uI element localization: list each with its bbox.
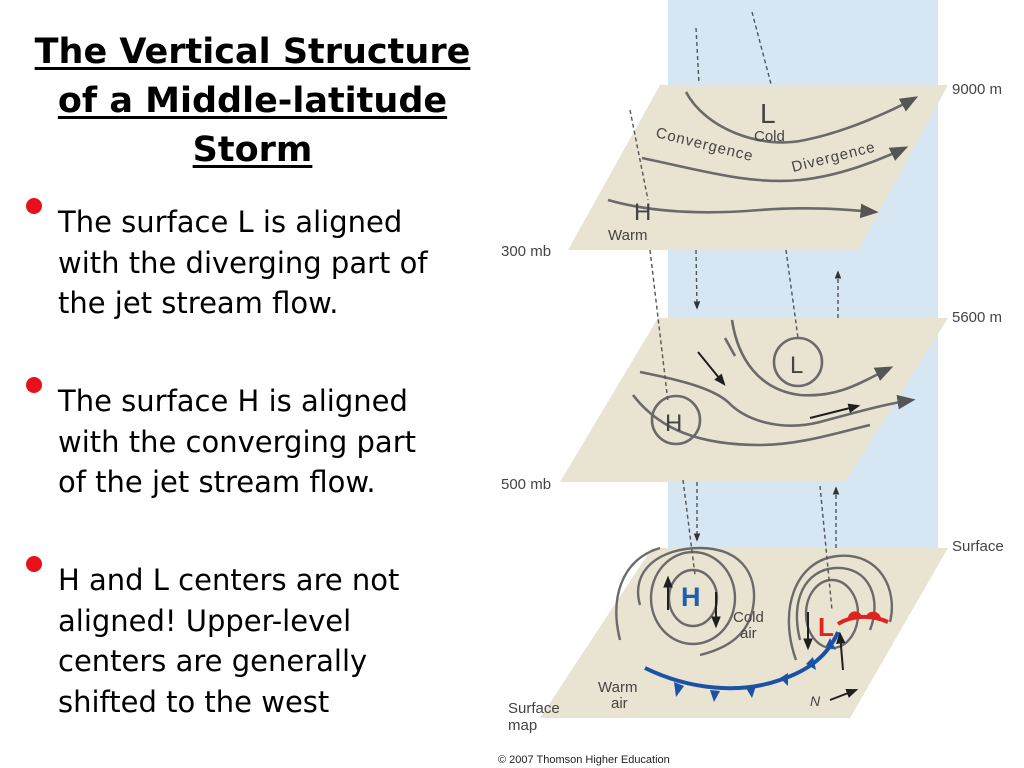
- surface-map-label-line1: Surface: [508, 700, 560, 717]
- bullet-line: H and L centers are not: [58, 563, 400, 597]
- upper-low-desc: Cold: [754, 128, 785, 145]
- bullet-line: shifted to the west: [58, 684, 330, 719]
- bullet-line: of the jet stream flow.: [58, 465, 376, 499]
- bullet-dot: [26, 198, 42, 214]
- cold-air-label-line2: air: [740, 625, 757, 642]
- upper-high-desc: Warm: [608, 227, 647, 244]
- upper-low-symbol: L: [760, 98, 776, 129]
- bullet-line: the jet stream flow.: [58, 286, 339, 320]
- height-label-surface: Surface: [952, 538, 1004, 555]
- copyright-notice: © 2007 Thomson Higher Education: [498, 754, 670, 766]
- cold-air-label-line1: Cold: [733, 609, 764, 626]
- mid-arrow: [697, 351, 726, 386]
- cold-front-triangles: [674, 638, 836, 702]
- surface-map-label-line2: map: [508, 717, 537, 734]
- mid-arrow: [809, 403, 861, 419]
- title-line-3: Storm: [192, 130, 313, 170]
- bullet-text: The surface H is aligned with the conver…: [58, 381, 488, 503]
- bullet-line: with the diverging part of: [58, 245, 428, 280]
- bullet-line: aligned! Upper-level: [58, 603, 352, 638]
- bullet-line: centers are generally: [58, 644, 368, 678]
- surface-arrow: [836, 631, 846, 671]
- upper-level-streamlines: [607, 91, 919, 219]
- bullet-line: The surface H is aligned: [58, 384, 408, 418]
- bullet-text: H and L centers are not aligned! Upper-l…: [58, 560, 488, 722]
- surface-low-symbol: L: [818, 612, 834, 642]
- upper-high-symbol: H: [634, 199, 651, 226]
- mid-high-symbol: H: [665, 410, 682, 437]
- warm-front-bump: [866, 611, 881, 618]
- warm-air-label-line2: air: [611, 695, 628, 712]
- north-label: N: [810, 693, 821, 709]
- bullet-dot: [26, 556, 42, 572]
- storm-structure-diagram: L Cold H Warm Convergence Divergence L H: [498, 0, 1004, 766]
- bullet-text: The surface L is aligned with the diverg…: [58, 202, 488, 324]
- warm-air-label-line1: Warm: [598, 679, 637, 696]
- mid-level-plate: [560, 318, 948, 482]
- title-line-2: of a Middle-latitude: [57, 81, 448, 121]
- mid-level-streamlines: [631, 319, 916, 447]
- bullet-line: The surface L is aligned: [58, 205, 403, 239]
- pressure-label-500: 500 mb: [501, 476, 551, 493]
- title-line-1: The Vertical Structure: [34, 32, 471, 72]
- surface-plate: [540, 548, 948, 718]
- vertical-connectors: [629, 11, 842, 611]
- height-label-9000: 9000 m: [952, 81, 1002, 98]
- height-label-5600: 5600 m: [952, 309, 1002, 326]
- surface-arrow: [829, 688, 859, 701]
- bullet-dot: [26, 377, 42, 393]
- slide-title: The Vertical Structure of a Middle-latit…: [20, 28, 485, 175]
- mid-low-symbol: L: [790, 352, 803, 379]
- warm-front-bump: [847, 611, 862, 620]
- bullet-line: with the converging part: [58, 424, 416, 459]
- pressure-label-300: 300 mb: [501, 243, 551, 260]
- cold-front: [644, 631, 840, 691]
- surface-high-symbol: H: [681, 582, 701, 612]
